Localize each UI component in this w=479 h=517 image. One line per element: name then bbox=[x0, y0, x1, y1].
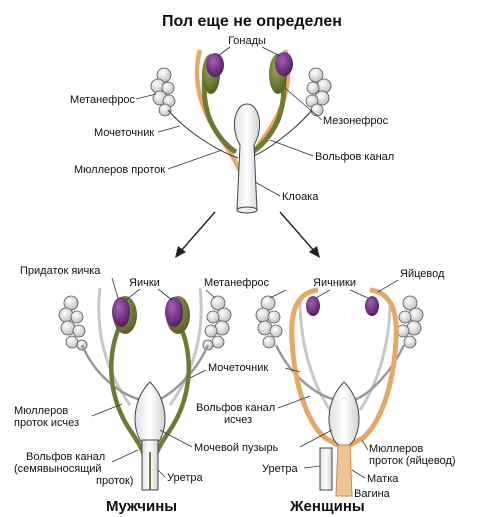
ovary-left bbox=[306, 296, 320, 316]
male-metanephros-right bbox=[203, 296, 231, 350]
label-vas-deferens-1: Вольфов канал bbox=[26, 451, 105, 463]
female-bladder bbox=[329, 382, 359, 446]
label-testes: Яички bbox=[129, 277, 160, 289]
label-epididymis: Придаток яичка bbox=[20, 265, 101, 277]
diagram-title: Пол еще не определен bbox=[162, 13, 342, 30]
ovary-right bbox=[365, 296, 379, 316]
label-uterus: Матка bbox=[367, 473, 399, 485]
label-ovaries: Яичники bbox=[313, 277, 356, 289]
label-ureter-center: Мочеточник bbox=[208, 362, 268, 374]
label-mullerian-male-1: Мюллеров bbox=[14, 405, 68, 417]
label-mullerian-female-1: Мюллеров bbox=[369, 443, 423, 455]
label-urethra-male: Уретра bbox=[167, 472, 204, 484]
male-bladder bbox=[135, 382, 165, 446]
label-urethra-female: Уретра bbox=[262, 463, 299, 475]
label-vas-deferens-2: (семявыносящий bbox=[14, 463, 102, 475]
female-metanephros-left bbox=[256, 296, 282, 348]
metanephros-right bbox=[306, 68, 331, 116]
gonad-left bbox=[206, 53, 224, 77]
metanephros-left bbox=[151, 68, 175, 116]
cloaca bbox=[234, 104, 259, 210]
label-mullerian-duct-top: Мюллеров проток bbox=[74, 164, 165, 176]
female-title: Женщины bbox=[289, 498, 365, 515]
label-bladder: Мочевой пузырь bbox=[194, 442, 279, 454]
label-vas-deferens-3: проток) bbox=[96, 475, 133, 487]
gonad-right bbox=[275, 52, 293, 76]
label-wolffian-gone-2: исчез bbox=[224, 414, 252, 426]
label-metanephros-center: Метанефрос bbox=[204, 277, 270, 289]
arrow-to-male bbox=[175, 212, 215, 258]
female-urethra bbox=[320, 448, 332, 490]
label-oviduct: Яйцевод bbox=[400, 268, 445, 280]
label-wolffian-gone-1: Вольфов канал bbox=[196, 402, 275, 414]
female-wolffian-remnant-left bbox=[300, 300, 330, 410]
label-ureter-top: Мочеточник bbox=[94, 127, 154, 139]
label-metanephros-top: Метанефрос bbox=[70, 94, 136, 106]
arrow-to-female bbox=[280, 212, 320, 258]
label-gonads: Гонады bbox=[228, 35, 266, 47]
male-title: Мужчины bbox=[106, 498, 177, 515]
testis-right bbox=[165, 297, 183, 327]
label-mullerian-female-2: проток (яйцевод) bbox=[369, 455, 456, 467]
female-metanephros-right bbox=[397, 296, 423, 348]
label-cloaca: Клоака bbox=[282, 191, 319, 203]
label-mullerian-male-2: проток исчез bbox=[14, 417, 79, 429]
male-metanephros-left bbox=[59, 296, 87, 350]
uterus-vagina bbox=[336, 445, 352, 496]
label-mesonephros: Мезонефрос bbox=[323, 115, 389, 127]
label-wolffian-duct-top: Вольфов канал bbox=[315, 151, 394, 163]
testis-left bbox=[112, 297, 130, 327]
undifferentiated-stage bbox=[151, 50, 331, 213]
